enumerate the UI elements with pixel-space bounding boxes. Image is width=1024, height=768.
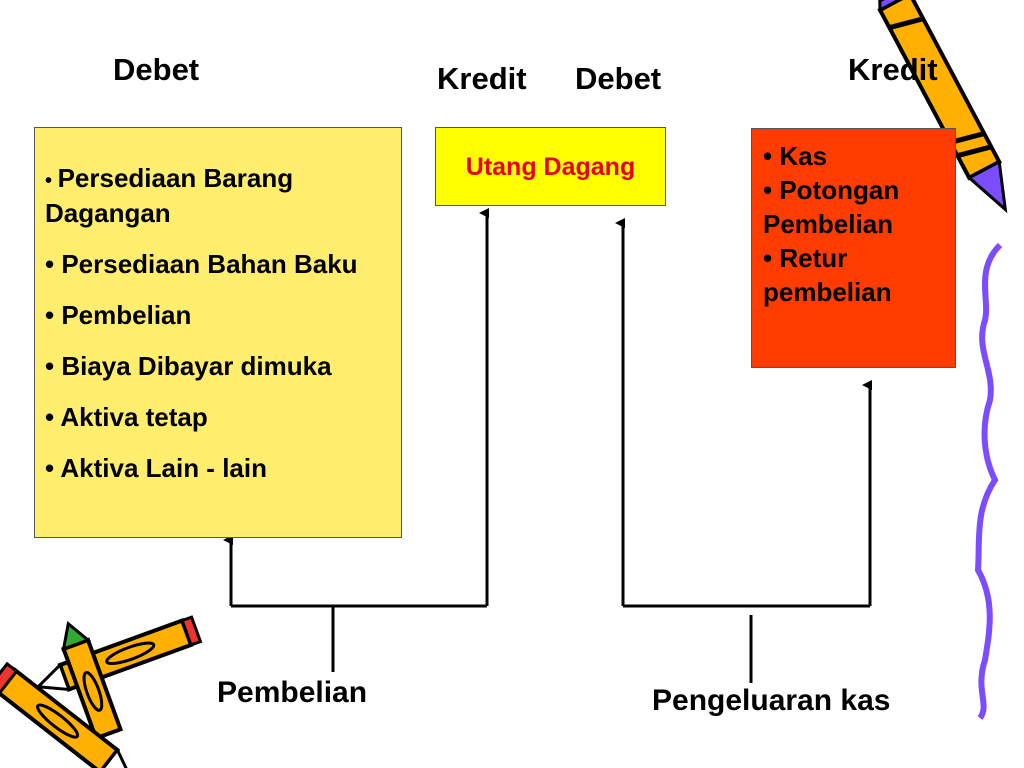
flow-arrows: [223, 208, 872, 683]
header-kredit-right: Kredit: [848, 52, 938, 87]
header-debet-mid: Debet: [575, 61, 662, 96]
list-item: • Kas: [763, 141, 828, 171]
list-item: • Retur pembelian: [763, 243, 892, 307]
item-text: Persediaan Barang Dagangan: [45, 163, 294, 228]
list-item: • Aktiva tetap: [45, 402, 208, 432]
list-item: • Persediaan Barang Dagangan: [45, 163, 294, 228]
item-text: Aktiva tetap: [60, 402, 208, 432]
list-item: • Aktiva Lain - lain: [45, 453, 267, 483]
list-item: • Pembelian: [45, 300, 192, 330]
utang-dagang-title: Utang Dagang: [465, 153, 636, 181]
item-text: Biaya Dibayar dimuka: [61, 351, 332, 381]
list-item: • Potongan Pembelian: [763, 175, 900, 239]
item-text: Pembelian: [61, 300, 192, 330]
header-debet-left: Debet: [113, 52, 200, 87]
item-text: Aktiva Lain - lain: [60, 453, 267, 483]
credit-accounts-box: • Kas • Potongan Pembelian • Retur pembe…: [751, 128, 956, 368]
label-pembelian: Pembelian: [217, 676, 368, 709]
item-text: Potongan Pembelian: [763, 175, 900, 239]
item-text: Persediaan Bahan Baku: [61, 249, 358, 279]
squiggle-line: [974, 242, 1003, 720]
item-text: Retur pembelian: [763, 243, 892, 307]
list-item: • Biaya Dibayar dimuka: [45, 351, 332, 381]
debit-accounts-box: • Persediaan Barang Dagangan • Persediaa…: [34, 127, 402, 538]
item-text: Kas: [779, 141, 828, 171]
label-pengeluaran-kas: Pengeluaran kas: [652, 684, 891, 717]
list-item: • Persediaan Bahan Baku: [45, 249, 358, 279]
header-kredit-mid: Kredit: [437, 61, 527, 96]
utang-dagang-box: Utang Dagang: [435, 127, 666, 206]
